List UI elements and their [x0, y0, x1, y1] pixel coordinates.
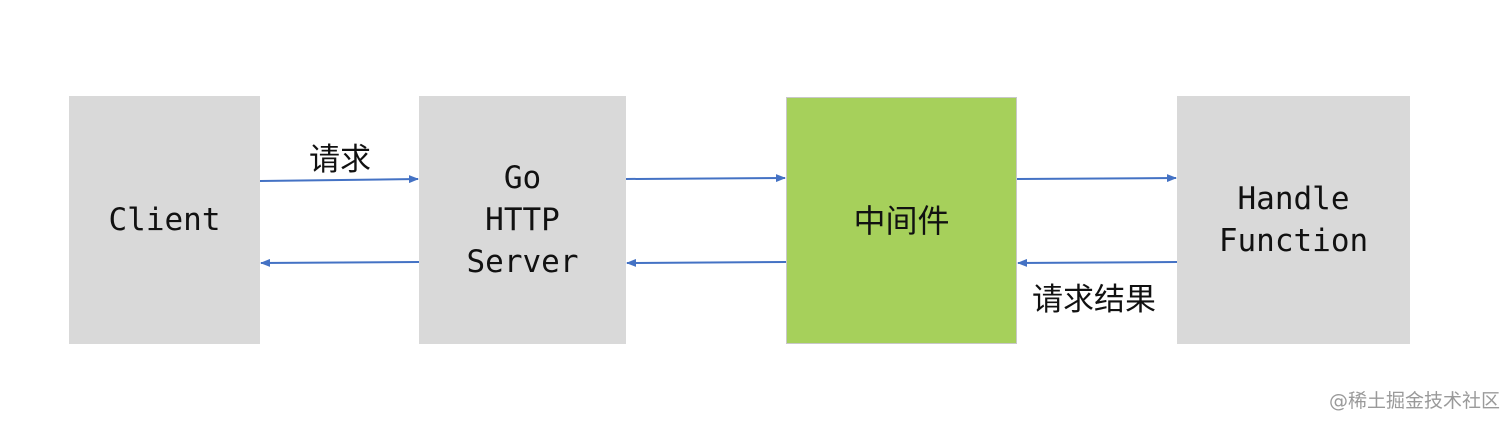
request-edge-label: 请求 [309, 142, 371, 178]
server-node-label-line-2: HTTP [485, 202, 560, 238]
arrow-handle-to-middleware [1017, 258, 1178, 267]
server-node-label-line-1: Go [503, 160, 542, 196]
arrow-server-to-middleware [625, 174, 786, 183]
middleware-node: 中间件 [786, 97, 1017, 344]
client-node: Client [69, 96, 260, 344]
arrow-client-to-server [259, 175, 419, 184]
handle-function-node: Handle Function [1177, 96, 1410, 344]
client-node-label: Client [108, 202, 221, 238]
go-http-server-node: Go HTTP Server [419, 96, 626, 344]
handle-node-label-line-1: Handle [1237, 181, 1350, 217]
result-edge-label: 请求结果 [1032, 282, 1156, 318]
server-node-label-line-3: Server [466, 244, 579, 280]
watermark: @稀土掘金技术社区 [1328, 390, 1500, 412]
middleware-node-label: 中间件 [853, 201, 950, 240]
arrow-server-to-client [260, 258, 420, 267]
arrow-middleware-to-handle [1016, 174, 1177, 183]
handle-node-label-line-2: Function [1218, 223, 1369, 259]
arrow-middleware-to-server [626, 258, 787, 267]
